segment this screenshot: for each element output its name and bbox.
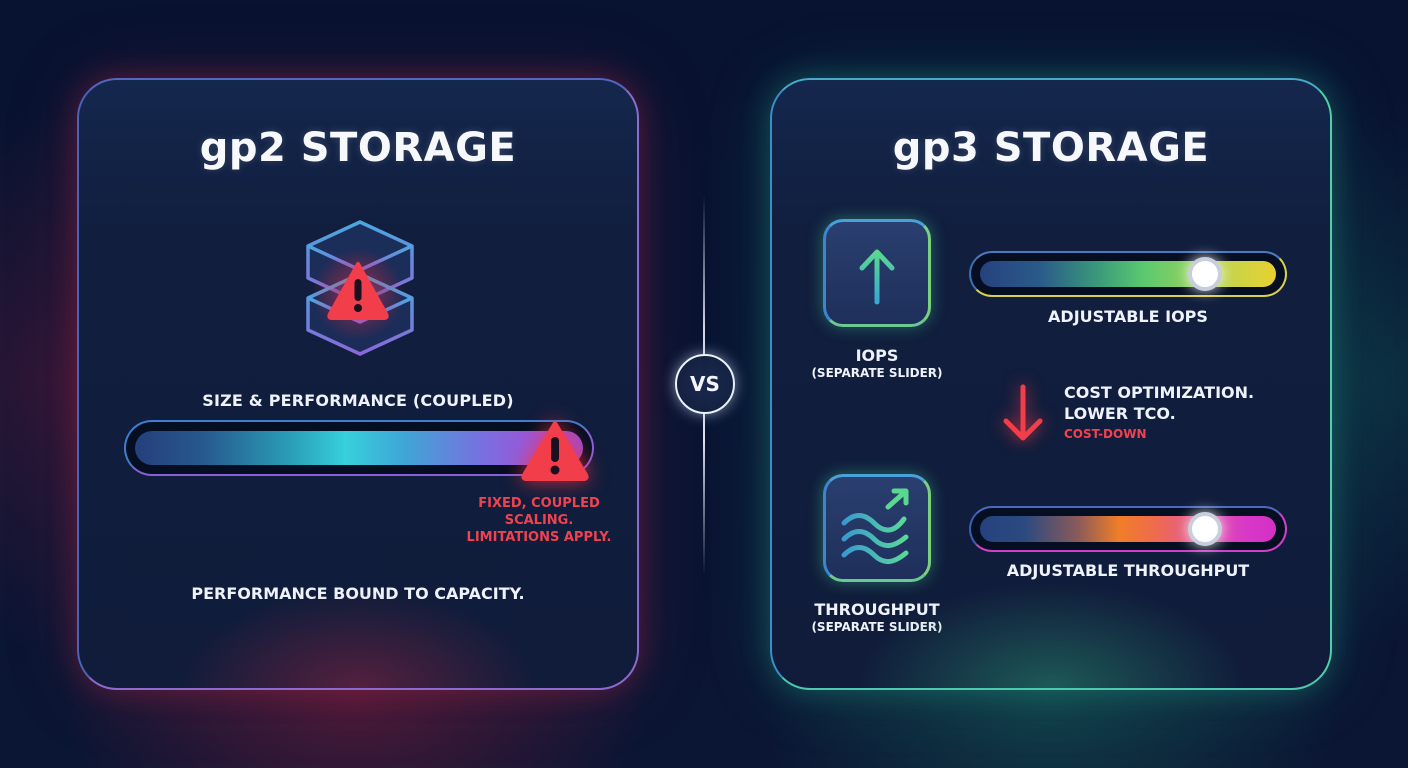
warning-triangle-icon bbox=[521, 421, 589, 481]
stacked-cube-warning-icon bbox=[306, 220, 414, 356]
cost-down-tag: COST-DOWN bbox=[1064, 427, 1147, 441]
coupled-performance-bar-fill bbox=[135, 431, 583, 465]
vs-badge: VS bbox=[675, 354, 735, 414]
gp2-panel: gp2 STORAGE SIZE & PERFORMANCE bbox=[77, 78, 639, 690]
throughput-icon-tile bbox=[823, 474, 931, 582]
iops-label: IOPS (SEPARATE SLIDER) bbox=[811, 346, 943, 380]
throughput-slider-track[interactable] bbox=[969, 506, 1287, 552]
iops-slider-fill bbox=[980, 261, 1276, 287]
coupled-performance-bar bbox=[124, 420, 594, 476]
waves-trend-up-icon bbox=[841, 488, 909, 564]
throughput-slider-fill bbox=[980, 516, 1276, 542]
arrow-up-icon bbox=[859, 249, 895, 305]
gp2-title: gp2 STORAGE bbox=[199, 125, 517, 171]
gp3-title: gp3 STORAGE bbox=[892, 125, 1210, 171]
iops-slider-handle[interactable] bbox=[1188, 257, 1222, 291]
iops-icon-tile bbox=[823, 219, 931, 327]
coupled-scaling-warning: FIXED, COUPLED SCALING. LIMITATIONS APPL… bbox=[466, 496, 612, 545]
gp2-footer-note: PERFORMANCE BOUND TO CAPACITY. bbox=[191, 584, 525, 603]
throughput-label: THROUGHPUT (SEPARATE SLIDER) bbox=[811, 600, 943, 634]
arrow-down-icon bbox=[1003, 384, 1043, 441]
iops-slider-caption: ADJUSTABLE IOPS bbox=[1048, 307, 1208, 326]
coupled-label: SIZE & PERFORMANCE (COUPLED) bbox=[202, 391, 514, 410]
iops-slider-track[interactable] bbox=[969, 251, 1287, 297]
gp3-panel: gp3 STORAGE IOPS (SEPARATE SLIDER) ADJUS… bbox=[770, 78, 1332, 690]
cost-optimization-note: COST OPTIMIZATION. LOWER TCO. COST-DOWN bbox=[1064, 382, 1294, 441]
throughput-slider-caption: ADJUSTABLE THROUGHPUT bbox=[1006, 561, 1250, 580]
throughput-slider-handle[interactable] bbox=[1188, 512, 1222, 546]
